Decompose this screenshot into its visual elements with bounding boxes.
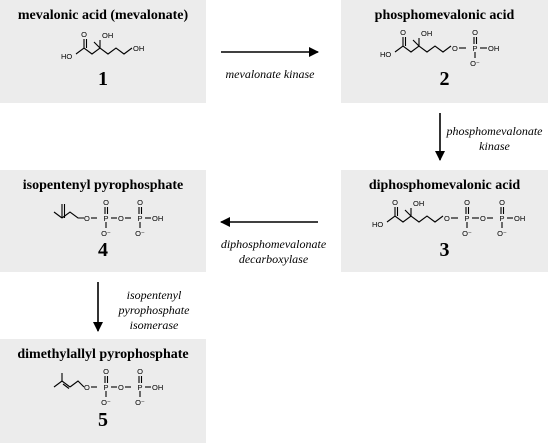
svg-text:P: P [137, 383, 142, 392]
phosphomevalonic-acid-structure: O OH HO O P O OH O⁻ [380, 28, 499, 68]
svg-text:O: O [472, 28, 478, 37]
svg-text:O⁻: O⁻ [470, 59, 480, 68]
svg-text:OH: OH [514, 214, 525, 223]
compound-number-1: 1 [98, 68, 108, 90]
compound-number-5: 5 [98, 409, 108, 431]
svg-text:O⁻: O⁻ [101, 398, 111, 407]
svg-text:O: O [464, 198, 470, 207]
svg-text:P: P [472, 44, 477, 53]
enzyme-label-phosphomevalonate-kinase: phosphomevalonate kinase [446, 124, 543, 153]
svg-text:HO: HO [61, 52, 72, 61]
svg-text:O: O [392, 198, 398, 207]
svg-text:OH: OH [133, 44, 144, 53]
compound-box-4: isopentenyl pyrophosphate O P O O⁻ O P O… [0, 170, 206, 272]
svg-text:OH: OH [488, 44, 499, 53]
svg-text:O: O [480, 214, 486, 223]
svg-text:OH: OH [421, 29, 432, 38]
mevalonic-acid-structure: O OH HO OH [61, 30, 144, 61]
svg-text:O⁻: O⁻ [497, 229, 507, 238]
svg-text:O: O [103, 367, 109, 376]
svg-text:O: O [103, 198, 109, 207]
compound-name-4: isopentenyl pyrophosphate [22, 178, 184, 193]
svg-text:O: O [84, 214, 90, 223]
svg-text:O: O [118, 214, 124, 223]
svg-text:O: O [452, 44, 458, 53]
svg-text:O: O [137, 198, 143, 207]
compound-name-2: phosphomevalonic acid [374, 8, 515, 23]
svg-text:O: O [137, 367, 143, 376]
svg-text:O⁻: O⁻ [135, 229, 145, 238]
svg-text:OH: OH [102, 31, 113, 40]
svg-text:HO: HO [380, 50, 391, 59]
dimethylallyl-pyrophosphate-structure: O P O O⁻ O P O O⁻ OH [53, 367, 163, 407]
svg-text:P: P [103, 214, 108, 223]
svg-text:O⁻: O⁻ [101, 229, 111, 238]
compound-name-5: dimethylallyl pyrophosphate [17, 347, 189, 362]
svg-text:O: O [81, 30, 87, 39]
compound-number-2: 2 [439, 68, 450, 90]
svg-text:O⁻: O⁻ [462, 229, 472, 238]
svg-text:OH: OH [413, 199, 424, 208]
enzyme-label-diphosphomevalonate-decarboxylase: diphosphomevalonate decarboxylase [220, 237, 327, 266]
compound-box-2: phosphomevalonic acid O OH HO O P O OH O… [341, 0, 548, 103]
svg-text:O⁻: O⁻ [135, 398, 145, 407]
svg-text:HO: HO [372, 220, 383, 229]
svg-text:O: O [444, 214, 450, 223]
compound-box-1: mevalonic acid (mevalonate) O OH HO OH 1 [0, 0, 206, 103]
svg-text:OH: OH [152, 383, 163, 392]
diphosphomevalonic-acid-structure: O OH HO O P O O⁻ O P O O⁻ OH [372, 198, 525, 238]
svg-text:O: O [118, 383, 124, 392]
svg-text:OH: OH [152, 214, 163, 223]
compound-name-3: diphosphomevalonic acid [368, 178, 521, 193]
compound-number-4: 4 [98, 239, 108, 261]
compound-box-5: dimethylallyl pyrophosphate O P O O⁻ O P… [0, 339, 206, 443]
isopentenyl-pyrophosphate-structure: O P O O⁻ O P O O⁻ OH [53, 198, 163, 238]
enzyme-label-mevalonate-kinase: mevalonate kinase [225, 67, 315, 81]
compound-name-1: mevalonic acid (mevalonate) [17, 8, 189, 23]
compound-box-3: diphosphomevalonic acid O OH HO O P O O⁻… [341, 170, 548, 272]
svg-text:P: P [103, 383, 108, 392]
svg-text:O: O [499, 198, 505, 207]
svg-text:O: O [400, 28, 406, 37]
svg-text:P: P [499, 214, 504, 223]
enzyme-label-isopentenyl-pyrophosphate-isomerase: isopentenyl pyrophosphate isomerase [118, 288, 190, 332]
compound-number-3: 3 [439, 239, 450, 261]
svg-text:P: P [464, 214, 469, 223]
svg-text:O: O [84, 383, 90, 392]
svg-text:P: P [137, 214, 142, 223]
